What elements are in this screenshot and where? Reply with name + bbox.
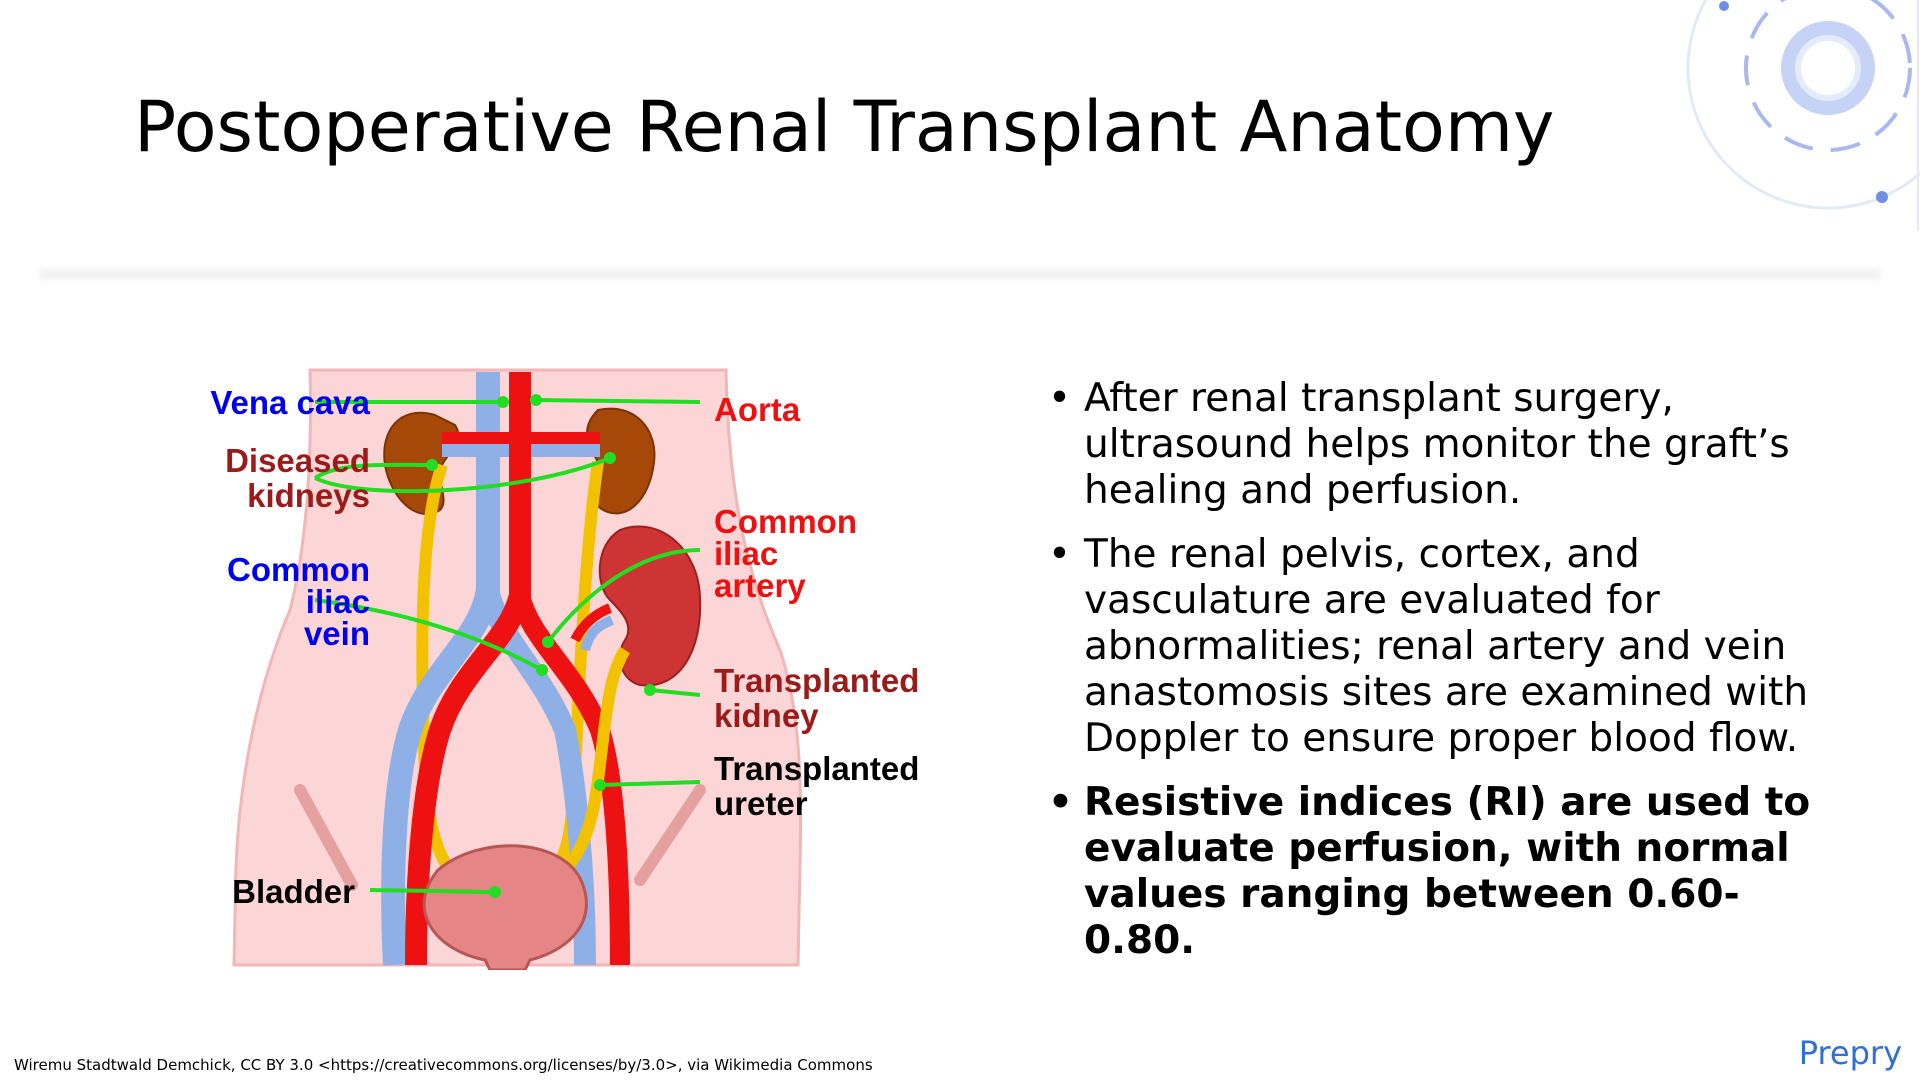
label-aorta: Aorta	[714, 391, 801, 428]
bladder-organ	[422, 844, 588, 970]
svg-text:iliac: iliac	[714, 535, 778, 572]
native-ureter-right	[550, 461, 604, 874]
svg-text:vein: vein	[304, 615, 370, 652]
image-credit: Wiremu Stadtwald Demchick, CC BY 3.0 <ht…	[14, 1056, 873, 1074]
label-common-iliac-artery: Common	[714, 503, 857, 540]
renal-transplant-diagram: Vena cava Aorta Diseased kidneys Common …	[210, 368, 919, 970]
bullet-dot-icon: •	[1048, 532, 1072, 577]
bullet-item: • Resistive indices (RI) are used to eva…	[1040, 780, 1840, 964]
svg-text:iliac: iliac	[306, 583, 370, 620]
label-common-iliac-vein: Common	[227, 551, 370, 588]
title-divider-shadow	[40, 270, 1880, 282]
label-vena-cava: Vena cava	[210, 384, 370, 421]
bullet-text: Resistive indices (RI) are used to evalu…	[1084, 780, 1811, 963]
svg-text:kidneys: kidneys	[247, 477, 370, 514]
decorative-circles-icon	[1686, 0, 1920, 230]
leader-transplanted-ureter	[599, 780, 701, 787]
svg-text:kidney: kidney	[714, 697, 819, 734]
label-transplanted-kidney: Transplanted	[714, 662, 919, 699]
bullet-item: • The renal pelvis, cortex, and vasculat…	[1040, 532, 1840, 762]
aorta-vessel	[405, 372, 531, 966]
leader-bladder	[369, 888, 496, 894]
slide-title: Postoperative Renal Transplant Anatomy	[134, 86, 1555, 168]
leader-aorta	[535, 398, 701, 404]
bullet-list: • After renal transplant surgery, ultras…	[1040, 376, 1840, 982]
bullet-text: After renal transplant surgery, ultrasou…	[1084, 376, 1790, 513]
label-bladder: Bladder	[232, 873, 355, 910]
bullet-text: The renal pelvis, cortex, and vasculatur…	[1084, 532, 1809, 761]
label-transplanted-ureter: Transplanted	[714, 750, 919, 787]
leader-transplanted-kidney	[649, 688, 701, 697]
vena-cava-vessel	[381, 372, 500, 966]
transplanted-kidney	[598, 525, 702, 687]
leader-common-iliac-artery	[546, 548, 701, 644]
transplanted-ureter	[555, 646, 631, 880]
svg-text:ureter: ureter	[714, 785, 808, 822]
bullet-dot-icon: •	[1048, 376, 1072, 421]
label-diseased-kidneys: Diseased	[225, 442, 370, 479]
bullet-dot-icon: •	[1048, 780, 1073, 825]
pelvic-bone-left	[294, 784, 358, 891]
leader-common-iliac-vein	[314, 598, 543, 672]
pelvic-bone-right	[634, 784, 706, 886]
brand-logo: Prepry	[1798, 1034, 1902, 1072]
svg-text:artery: artery	[714, 567, 806, 604]
bullet-item: • After renal transplant surgery, ultras…	[1040, 376, 1840, 514]
leader-diseased-kidneys	[313, 456, 611, 494]
